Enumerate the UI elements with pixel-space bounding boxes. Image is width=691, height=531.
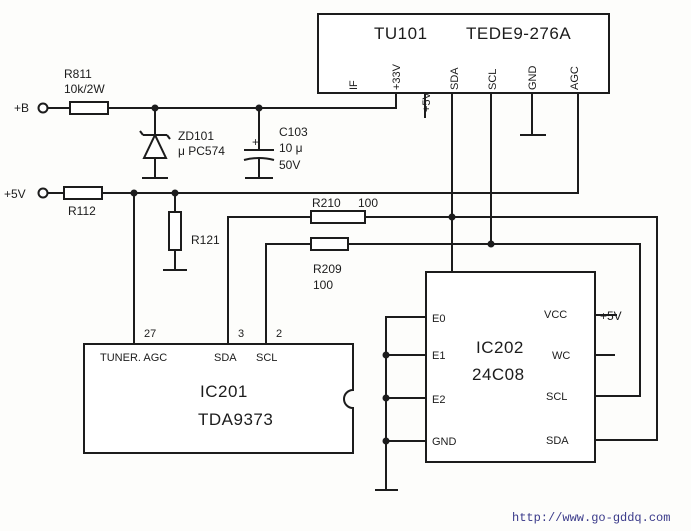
ic201-ref: IC201: [200, 382, 248, 401]
c103-polarity-plus: +: [252, 135, 259, 149]
ic202-pin-vcc: VCC: [544, 309, 567, 321]
r811-ref: R811: [64, 67, 92, 81]
ic201-pin27-num: 27: [144, 328, 156, 340]
r121-ref: R121: [191, 233, 220, 247]
tuner-pin-agc: AGC: [569, 66, 581, 90]
ic201-pin3-num: 3: [238, 328, 244, 340]
r210-ref: R210: [312, 196, 341, 210]
zd101-triangle: [142, 132, 168, 159]
ic202-pin-gnd: GND: [432, 436, 457, 448]
sda-ic202-wire: [452, 216, 658, 441]
r811-value: 10k/2W: [64, 82, 105, 96]
ic202-address-bus: [385, 316, 426, 490]
r811-resistor: [69, 101, 109, 115]
ic202-box: [425, 271, 596, 463]
junction-e1: [382, 351, 390, 359]
ic202-pin-e1: E1: [432, 350, 445, 362]
junction-gnd: [382, 437, 390, 445]
r210-resistor: [310, 210, 366, 224]
ic201-pin-scl: SCL: [256, 352, 277, 364]
r209-resistor: [310, 237, 349, 251]
plus-5v-terminal: [37, 187, 49, 199]
c103-plate-bottom: [243, 157, 275, 161]
r210-value: 100: [358, 196, 378, 210]
ic202-part: 24C08: [472, 365, 525, 384]
tuner-pin-scl: SCL: [487, 69, 499, 90]
ic202-pin-scl: SCL: [546, 391, 567, 403]
zd101-bar-hook-left: [139, 130, 144, 136]
ic201-box: [83, 343, 354, 454]
tuner-pin-sda: SDA: [449, 67, 461, 90]
tuner-part: TEDE9-276A: [466, 24, 571, 43]
zd101-value: μ PC574: [178, 144, 225, 158]
zd101-ref: ZD101: [178, 129, 214, 143]
sda-ic201-wire: [227, 216, 311, 344]
ic202-pin-sda: SDA: [546, 435, 569, 447]
watermark-url: http://www.go-gddq.com: [512, 511, 670, 525]
ic202-ref: IC202: [476, 338, 524, 357]
tuner-pin-5v: +5V: [421, 91, 433, 112]
r121-resistor: [168, 211, 182, 251]
ic202-pin-e0: E0: [432, 313, 445, 325]
ic202-pin-e2: E2: [432, 394, 445, 406]
r209-ref: R209: [313, 262, 342, 276]
ic201-pin-tuner-agc: TUNER. AGC: [100, 352, 167, 364]
junction-e2: [382, 394, 390, 402]
tuner-pin-if: IF: [348, 80, 360, 90]
r112-ref: R112: [68, 204, 96, 218]
plus-b-label: +B: [14, 101, 29, 115]
tuner-tu101-box: [317, 13, 610, 94]
tuner-pin-gnd: GND: [527, 66, 539, 91]
zd101-bar-hook-right: [166, 134, 171, 140]
ic202-pin-wc: WC: [552, 350, 570, 362]
ic202-vcc-supply-label: +5V: [600, 309, 622, 323]
plus-b-rail: [108, 93, 397, 109]
scl-ic202-wire: [491, 243, 641, 397]
c103-value: 10 μ: [279, 141, 303, 155]
r209-value: 100: [313, 278, 333, 292]
c103-voltage: 50V: [279, 158, 300, 172]
c103-ref: C103: [279, 125, 308, 139]
r112-resistor: [63, 186, 103, 200]
ic201-pin-sda: SDA: [214, 352, 237, 364]
ic201-part: TDA9373: [198, 410, 273, 429]
tuner-ref: TU101: [374, 24, 428, 43]
scl-ic201-wire: [265, 243, 311, 344]
plus-b-terminal: [37, 102, 49, 114]
ic201-pin2-num: 2: [276, 328, 282, 340]
tuner-pin-33v: +33V: [391, 63, 403, 90]
plus-5v-label: +5V: [4, 187, 26, 201]
agc-line: [102, 93, 579, 194]
